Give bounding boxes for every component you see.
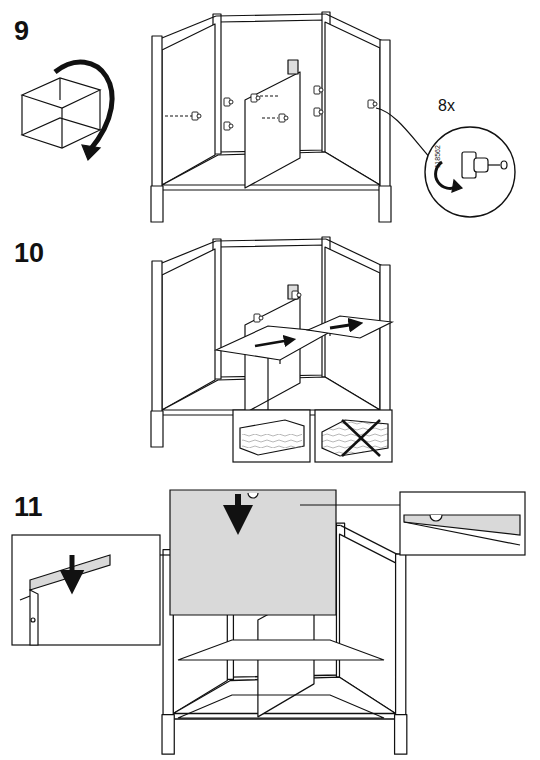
part-number: 118562 bbox=[434, 145, 441, 168]
step-number: 10 bbox=[14, 240, 44, 267]
shelf-pegs bbox=[165, 86, 377, 130]
step-number: 9 bbox=[14, 18, 29, 45]
step-number: 11 bbox=[14, 494, 43, 521]
quantity-label: 8x bbox=[438, 98, 455, 114]
flip-icon bbox=[22, 62, 112, 160]
